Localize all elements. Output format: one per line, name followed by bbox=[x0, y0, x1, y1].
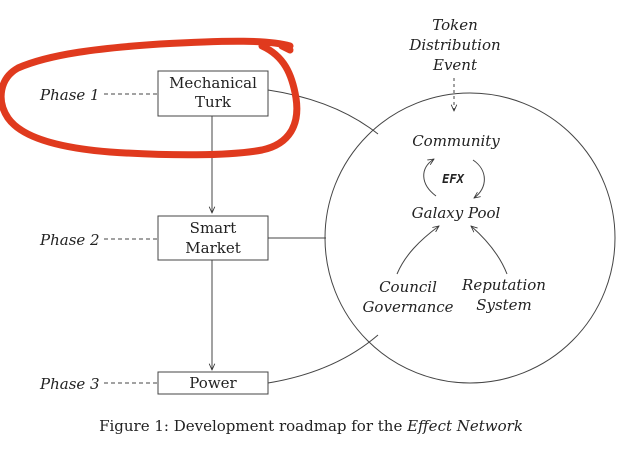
mechanical-turk-label-line2: Turk bbox=[195, 93, 232, 111]
power-to-circle-connector bbox=[267, 334, 379, 384]
cycle-arrow-left bbox=[423, 159, 437, 197]
reputation-system-line1: Reputation bbox=[461, 276, 546, 294]
token-event-line2: Distribution bbox=[408, 36, 500, 54]
turk-to-circle-connector bbox=[267, 89, 379, 135]
caption-prefix: Figure 1: Development roadmap for the bbox=[99, 417, 407, 435]
reputation-system-line2: System bbox=[476, 296, 532, 314]
token-event-line1: Token bbox=[432, 16, 478, 34]
council-governance-line2: Governance bbox=[362, 298, 453, 316]
cycle-arrow-right bbox=[472, 159, 485, 198]
council-governance-line1: Council bbox=[379, 278, 437, 296]
smart-market-label-line2: Market bbox=[185, 239, 240, 257]
community-label: Community bbox=[412, 132, 500, 150]
red-annotation-tail bbox=[278, 42, 294, 54]
red-annotation-circle bbox=[0, 37, 301, 159]
mechanical-turk-box bbox=[157, 70, 269, 117]
reputation-to-pool-arrow bbox=[471, 226, 508, 275]
caption-emphasis: Effect Network bbox=[406, 417, 523, 435]
efx-token-label: EFX bbox=[442, 172, 464, 186]
phase2-label: Phase 2 bbox=[39, 231, 100, 249]
phase3-label: Phase 3 bbox=[39, 375, 100, 393]
power-box bbox=[157, 371, 269, 395]
power-label: Power bbox=[189, 374, 237, 392]
token-event-line3: Event bbox=[432, 56, 478, 74]
council-to-pool-arrow bbox=[396, 226, 439, 275]
galaxy-pool-label: Galaxy Pool bbox=[412, 204, 501, 222]
smart-market-label-line1: Smart bbox=[190, 219, 237, 237]
phase1-label: Phase 1 bbox=[39, 86, 100, 104]
figure-caption: Figure 1: Development roadmap for the Ef… bbox=[99, 417, 523, 435]
mechanical-turk-label-line1: Mechanical bbox=[169, 74, 257, 92]
smart-market-box bbox=[157, 215, 269, 261]
